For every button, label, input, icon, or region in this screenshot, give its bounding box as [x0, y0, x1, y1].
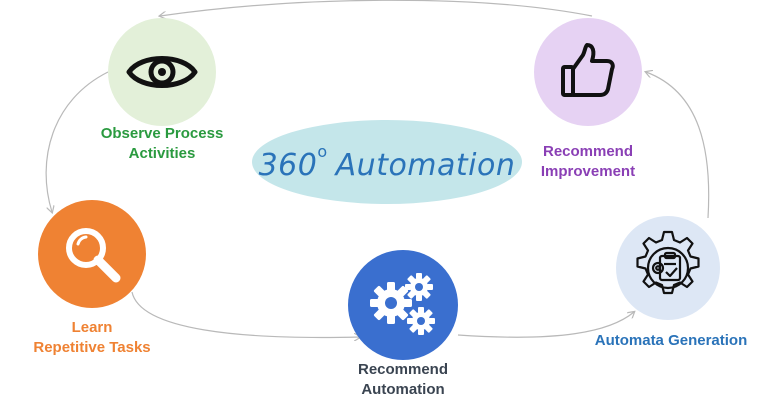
automata-label: Automata Generation — [578, 331, 764, 351]
center-title: 360o Automation — [259, 142, 516, 183]
recommend-automation-label: Recommend Automation — [318, 360, 488, 400]
arrow-learn-to-recommend — [131, 291, 360, 337]
improvement-label-line2: Improvement — [540, 163, 636, 180]
arrow-recommend-to-automata — [457, 312, 634, 338]
arrow-automata-to-improvement — [646, 72, 710, 219]
automata-label-line1: Automata Generation — [594, 332, 748, 349]
observe-label-line1: Observe Process — [100, 125, 224, 142]
improvement-label: Recommend Improvement — [500, 142, 676, 182]
thumbs-up-icon — [561, 43, 615, 97]
learn-label: Learn Repetitive Tasks — [0, 318, 184, 358]
center-title-ellipse: 360o Automation — [252, 120, 522, 204]
recommend-automation-label-line2: Automation — [361, 381, 445, 398]
observe-label: Observe Process Activities — [62, 124, 262, 164]
eye-icon — [126, 56, 198, 88]
automata-node — [616, 216, 720, 320]
arrow-observe-to-learn — [45, 71, 109, 212]
improvement-node — [534, 18, 642, 126]
learn-label-line1: Learn — [71, 319, 113, 336]
center-title-word: Automation — [335, 147, 516, 183]
observe-node — [108, 18, 216, 126]
magnifier-icon — [66, 228, 121, 283]
degree-symbol: o — [317, 141, 328, 161]
recommend-automation-node — [348, 250, 458, 360]
learn-label-line2: Repetitive Tasks — [33, 339, 151, 356]
gear-clipboard-icon — [636, 230, 700, 295]
recommend-automation-label-line1: Recommend — [357, 361, 449, 378]
observe-label-line2: Activities — [128, 145, 196, 162]
center-number: 360 — [258, 147, 318, 183]
gears-icon — [370, 273, 435, 335]
improvement-label-line1: Recommend — [542, 143, 634, 160]
learn-node — [38, 200, 146, 308]
arrow-improvement-to-observe — [160, 0, 593, 16]
